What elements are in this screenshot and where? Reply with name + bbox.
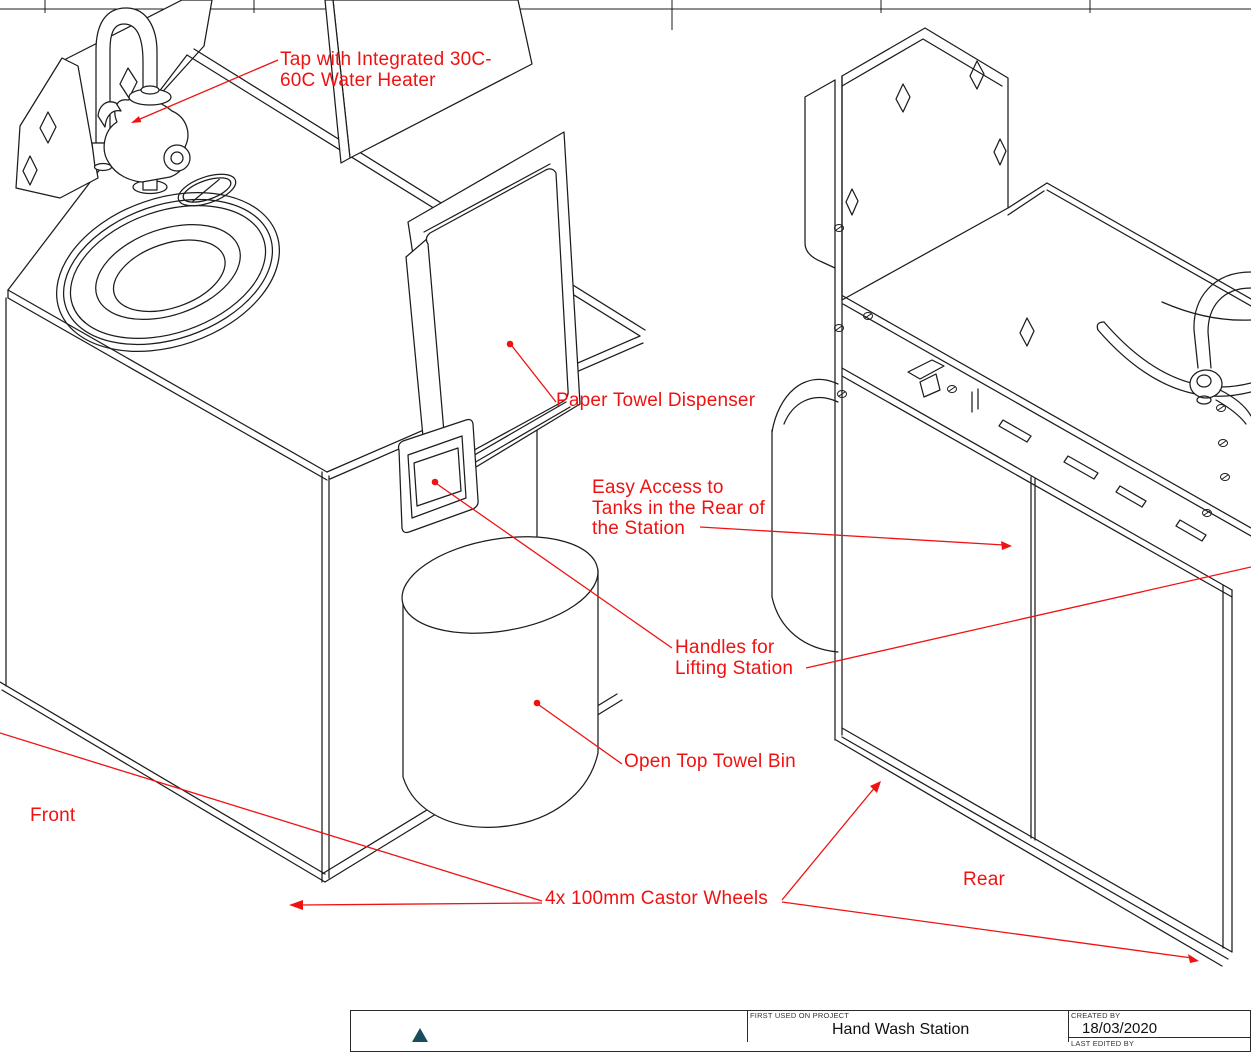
lifting-handle [397,418,479,534]
towel-bin [401,536,599,828]
handles-annotation: Handles for Lifting Station [675,637,794,679]
work-top [842,182,1251,537]
front-label: Front [30,805,76,826]
rear-doors [835,476,1233,967]
created-by-label: CREATED BY [1071,1011,1121,1020]
bin-annotation: Open Top Towel Bin [624,751,796,772]
rear-view [771,27,1251,967]
tap-annotation-line1: Tap with Integrated 30C- [280,49,492,70]
water-tank [771,378,839,653]
project-name: Hand Wash Station [832,1021,970,1038]
tap-assembly [91,7,191,195]
first-used-label: FIRST USED ON PROJECT [750,1011,850,1020]
tank-access-annotation: Easy Access to Tanks in the Rear of the … [592,477,765,539]
sink-bowl [56,192,280,352]
rear-label: Rear [963,869,1005,890]
company-logo [412,1028,428,1042]
created-date: 18/03/2020 [1082,1020,1158,1037]
drain-hole [177,173,237,207]
rear-sink [1096,301,1251,397]
rear-tap [1189,271,1251,425]
castors-annotation: 4x 100mm Castor Wheels [545,888,768,909]
rear-apron [841,359,1233,598]
dispenser-annotation: Paper Towel Dispenser [556,390,756,411]
last-edited-label: LAST EDITED BY [1071,1038,1135,1048]
leader-lines [0,59,1251,963]
rear-splash-panel [804,27,1009,301]
left-splash-panel [15,57,99,199]
tap-annotation: Tap with Integrated 30C- 60C Water Heate… [280,49,492,91]
tap-annotation-line2: 60C Water Heater [280,69,436,91]
paper-towel-dispenser [405,163,571,480]
front-view [0,0,646,883]
